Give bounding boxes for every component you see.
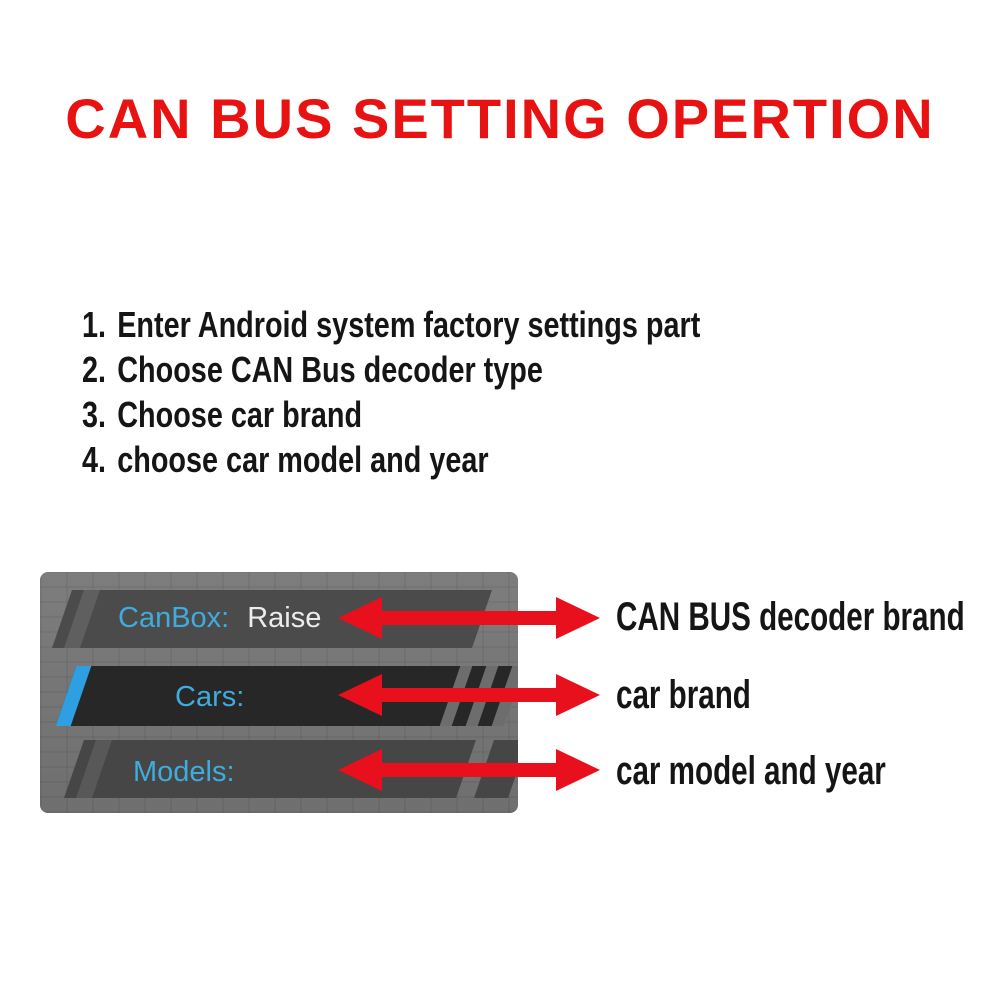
step-text: Choose CAN Bus decoder type <box>117 349 543 390</box>
selected-indicator-stripe <box>55 666 92 726</box>
step-text: Choose car brand <box>117 394 363 435</box>
step-number: 3. <box>82 394 107 435</box>
step-text: Enter Android system factory settings pa… <box>117 304 701 345</box>
models-row-text: Models: <box>133 756 253 788</box>
step-number: 2. <box>82 349 107 390</box>
step-item: 2.Choose CAN Bus decoder type <box>82 347 855 392</box>
step-item: 1.Enter Android system factory settings … <box>82 302 855 347</box>
canbox-label: CanBox: <box>118 602 230 634</box>
double-arrow-icon <box>338 674 600 716</box>
canbox-row-text: CanBox: Raise <box>118 602 321 634</box>
annotation-canbus-decoder-brand: CAN BUS decoder brand <box>616 595 965 639</box>
cars-label: Cars: <box>175 681 245 713</box>
slash-decoration <box>64 590 100 648</box>
step-item: 4.choose car model and year <box>82 437 855 482</box>
cars-row-text: Cars: <box>175 681 262 713</box>
canbox-value: Raise <box>247 602 322 634</box>
double-arrow-icon <box>338 597 600 639</box>
annotation-car-brand: car brand <box>616 673 751 717</box>
slash-decoration <box>76 740 112 798</box>
page-title: CAN BUS SETTING OPERTION <box>65 87 935 150</box>
double-arrow-icon <box>338 749 600 791</box>
step-item: 3.Choose car brand <box>82 392 855 437</box>
step-text: choose car model and year <box>117 439 489 480</box>
instruction-steps: 1.Enter Android system factory settings … <box>82 302 855 482</box>
annotation-car-model-year: car model and year <box>616 749 886 793</box>
step-number: 4. <box>82 439 107 480</box>
step-number: 1. <box>82 304 107 345</box>
models-label: Models: <box>133 756 235 788</box>
